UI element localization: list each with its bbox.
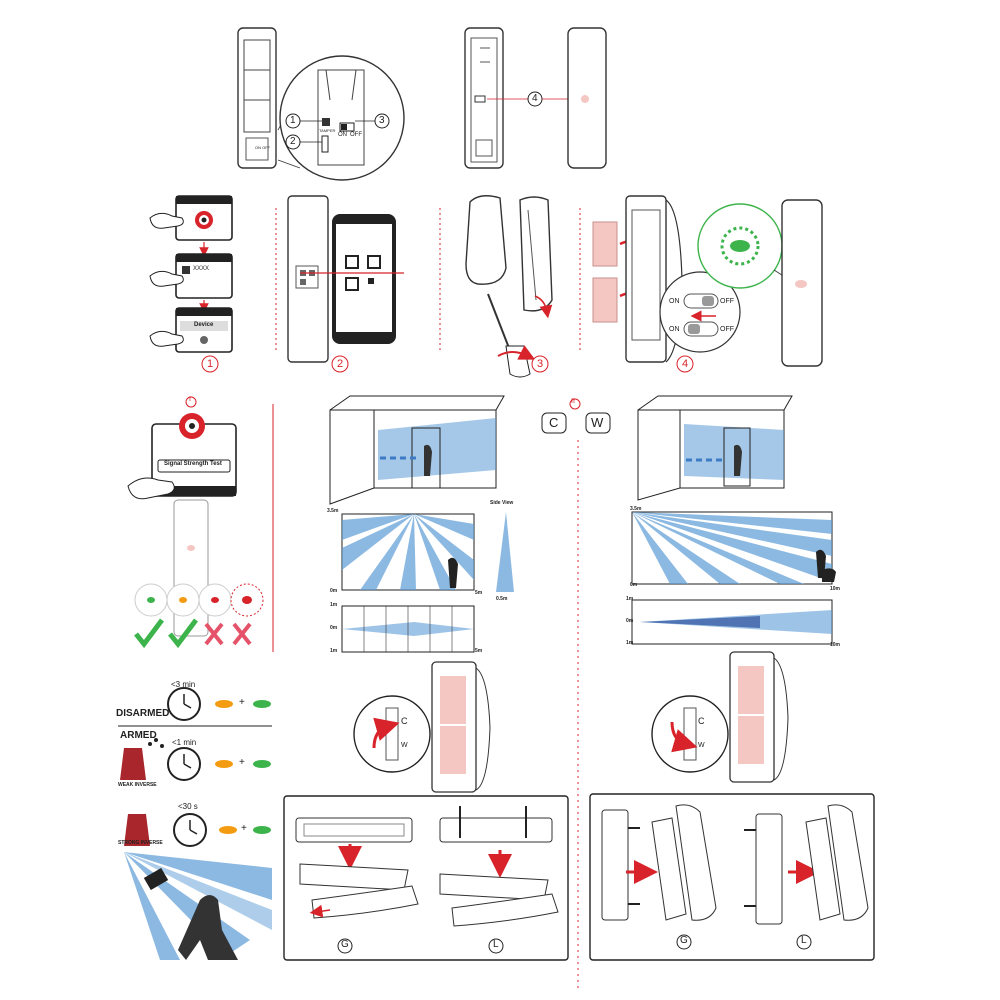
lens-C-left: C [401, 716, 408, 726]
callout-3 [355, 113, 390, 129]
top-view-right [631, 511, 836, 585]
right-top-height: 3.5m [630, 506, 642, 512]
signal-led-indicators [134, 583, 264, 649]
left-range: 5m [475, 590, 483, 596]
row1-zoom-circle [279, 55, 405, 181]
lens-switch-left [353, 661, 491, 793]
switch-off-b: OFF [720, 326, 734, 333]
callout-4-label: 4 [532, 93, 538, 104]
signal-test-button: Signal Strength Test [164, 461, 222, 467]
mount-left-L: L [493, 939, 499, 950]
lens-C-right: C [698, 716, 705, 726]
step-3-circle [531, 355, 549, 373]
step4-battery-insert [592, 195, 683, 363]
side-view-label: Side View [490, 500, 514, 506]
armed-label: ARMED [120, 730, 157, 741]
step-4-label: 4 [682, 358, 689, 370]
callout-4 [487, 91, 580, 107]
tamper-label: TAMPER [319, 128, 336, 133]
device-button-label: Device [194, 322, 214, 328]
mode-selector [541, 398, 611, 434]
step1-phone-screens [149, 195, 233, 353]
mount-right-G: G [680, 935, 688, 946]
room-view-left [329, 395, 505, 505]
timer-1min: <1 min [172, 738, 197, 747]
row1-detector-back [464, 27, 504, 169]
marker-I: I [189, 396, 191, 403]
callout-1-label: 1 [290, 115, 296, 126]
step-2-circle [331, 355, 349, 373]
left-bot-1m: 1m [330, 648, 338, 654]
right-zero: 0m [630, 582, 638, 588]
left-zero: 0m [330, 588, 338, 594]
step4-led-zoom [697, 199, 823, 367]
step2-qr-scan [287, 195, 404, 363]
lens-switch-right [651, 651, 789, 783]
plus-2: + [239, 757, 245, 768]
mount-right-L: L [801, 935, 807, 946]
step-1-circle [201, 355, 219, 373]
right-mid-0m: 0m [626, 618, 634, 624]
row1-detector-open [237, 27, 301, 169]
left-side-range: 0.5m [496, 596, 508, 602]
mode-W-label: W [591, 415, 604, 430]
switch-off-a: OFF [720, 298, 734, 305]
step3-screwdriver-open [465, 195, 553, 378]
callout-2-label: 2 [290, 136, 296, 147]
switch-off-label: OFF [350, 132, 362, 138]
timer-30s: <30 s [178, 802, 198, 811]
timer-3min: <3 min [171, 680, 196, 689]
serial-text: XXXX [193, 266, 210, 272]
lens-W-right: W [698, 742, 705, 749]
signal-test-phone [127, 396, 237, 500]
mounting-box-left [283, 795, 569, 961]
step-2-label: 2 [337, 358, 344, 370]
room-view-right [637, 395, 793, 501]
top-view-left [341, 512, 514, 592]
lens-W-left: W [401, 742, 408, 749]
side-view-right [631, 599, 833, 645]
left-mid-0m: 0m [330, 625, 338, 631]
disarmed-label: DISARMED [116, 708, 170, 719]
right-bot-range: 10m [830, 642, 841, 648]
mode-C-label: C [549, 415, 559, 430]
step-3-label: 3 [537, 358, 544, 370]
switch-on-b: ON [669, 326, 680, 333]
row1-detector-front [567, 27, 607, 169]
callout-2 [285, 134, 322, 150]
switch-small-label: ON OFF [255, 145, 271, 150]
weak-inverse-label: WEAK INVERSE [118, 782, 157, 788]
plus-3: + [241, 823, 247, 834]
mounting-box-right [589, 793, 875, 961]
switch-on-label: ON [338, 132, 347, 138]
callout-1 [285, 113, 322, 129]
right-top-1m: 1m [626, 596, 634, 602]
strong-inverse-label: STRONG INVERSE [118, 840, 163, 846]
side-view-left [341, 605, 475, 653]
right-range: 10m [830, 586, 841, 592]
left-bot-range: 5m [475, 648, 483, 654]
step4-switch-zoom [659, 271, 741, 353]
status-timers [118, 687, 272, 847]
switch-on-a: ON [669, 298, 680, 305]
step-1-label: 1 [207, 358, 214, 370]
left-top-1m: 1m [330, 602, 338, 608]
right-bot-1m: 1m [626, 640, 634, 646]
masking-illustration [124, 852, 272, 960]
left-top-height: 3.5m [327, 508, 339, 514]
mount-left-G: G [341, 939, 349, 950]
step-4-circle [676, 355, 694, 373]
marker-II: II [571, 398, 575, 405]
callout-3-label: 3 [379, 115, 385, 126]
plus-1: + [239, 697, 245, 708]
